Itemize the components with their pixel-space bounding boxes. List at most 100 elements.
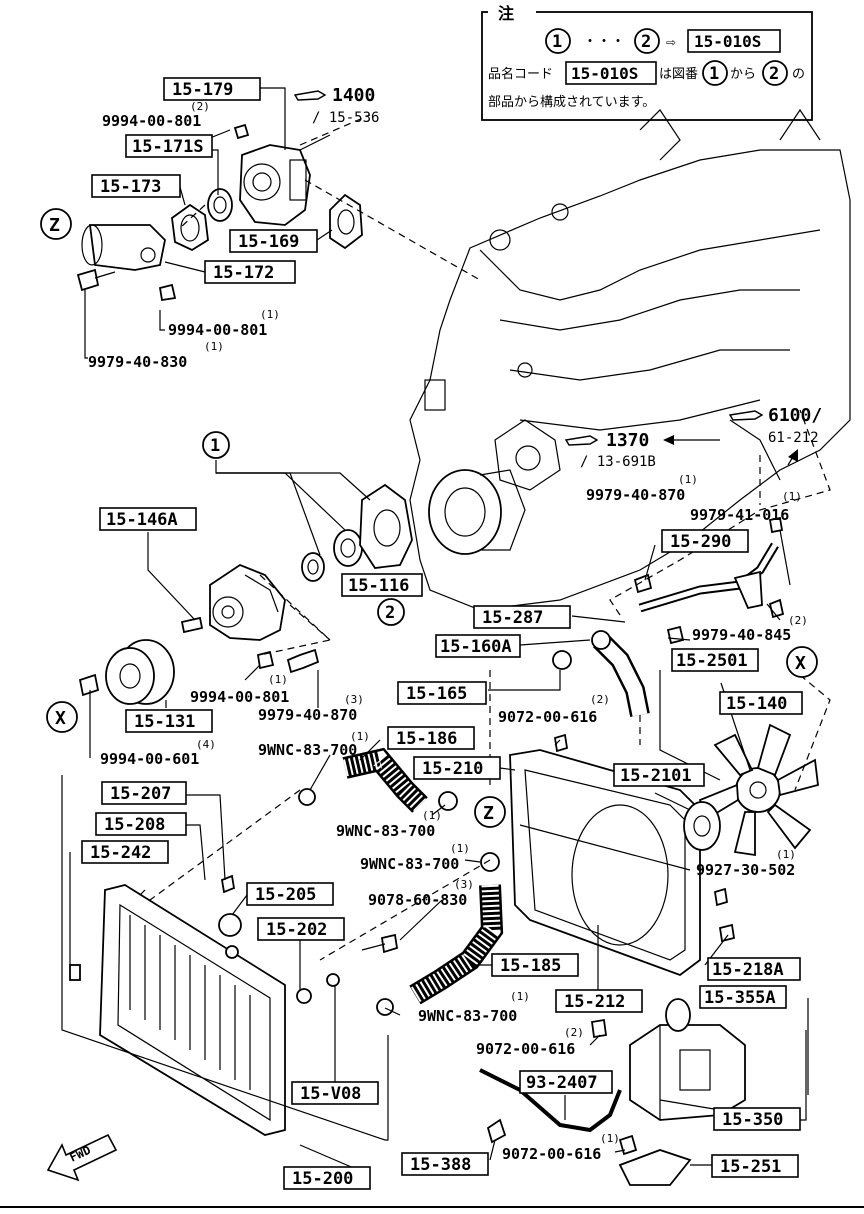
ref-code[interactable]: 9994-00-601 <box>100 750 199 768</box>
fan-pulley-group <box>78 639 175 705</box>
label-15-173[interactable]: 15-173 <box>91 174 181 198</box>
label-15-355a[interactable]: 15-355A <box>699 985 787 1009</box>
svg-text:93-2407: 93-2407 <box>526 1073 598 1093</box>
svg-text:15-205: 15-205 <box>255 885 316 905</box>
ref-code[interactable]: 9WNC-83-700 <box>360 855 459 873</box>
note-circle-b-label: 2 <box>641 32 651 52</box>
note-box: 注 1 ・・・ 2 ⇨ 15-010S 品名コード 15-010S は図番 1 … <box>481 4 813 121</box>
ref-code[interactable]: 9979-40-845 <box>692 626 791 644</box>
label-15-388[interactable]: 15-388 <box>401 1152 489 1176</box>
label-15-186[interactable]: 15-186 <box>387 726 475 750</box>
ref-code[interactable]: 9078-60-830 <box>368 891 467 909</box>
ref-code[interactable]: 9927-30-502 <box>696 861 795 879</box>
ref-qty: (1) <box>450 842 470 855</box>
bearing-large <box>333 529 363 567</box>
ref-qty: (1) <box>268 673 288 686</box>
label-15-2101[interactable]: 15-2101 <box>613 763 705 787</box>
svg-text:X: X <box>55 708 66 729</box>
label-15-146a[interactable]: 15-146A <box>99 507 197 531</box>
label-15-169[interactable]: 15-169 <box>229 229 318 253</box>
label-15-202[interactable]: 15-202 <box>257 917 345 941</box>
svg-text:15-169: 15-169 <box>238 232 299 252</box>
xref-1400[interactable]: 1400 / 15-536 <box>293 85 379 126</box>
svg-text:15-290: 15-290 <box>670 532 731 552</box>
note-row3: 部品から構成されています。 <box>488 95 655 110</box>
hand-pointer-icon <box>728 410 764 421</box>
ref-code[interactable]: 9WNC-83-700 <box>258 741 357 759</box>
label-15-251[interactable]: 15-251 <box>711 1154 799 1178</box>
label-15-218a[interactable]: 15-218A <box>707 957 801 981</box>
leader-lines <box>61 87 831 1176</box>
ref-code[interactable]: 9WNC-83-700 <box>418 1007 517 1025</box>
label-93-2407[interactable]: 93-2407 <box>519 1070 613 1094</box>
ref-qty: (1) <box>678 473 698 486</box>
svg-text:Z: Z <box>49 215 60 236</box>
svg-text:15-179: 15-179 <box>172 80 233 100</box>
ref-code[interactable]: 9979-40-830 <box>88 353 187 371</box>
ref-qty: (3) <box>344 693 364 706</box>
ref-qty: (1) <box>776 848 796 861</box>
svg-text:15-207: 15-207 <box>110 784 171 804</box>
note-row2-circle-a-label: 1 <box>709 64 719 84</box>
xref-1370[interactable]: 1370 / 13-691B <box>564 430 720 470</box>
label-15-212[interactable]: 15-212 <box>555 989 643 1013</box>
label-15-207[interactable]: 15-207 <box>101 781 187 805</box>
overflow-hose <box>479 1068 622 1133</box>
label-15-140[interactable]: 15-140 <box>719 691 803 715</box>
xref-6100[interactable]: 6100/ 61-212 <box>728 405 822 466</box>
ref-code[interactable]: 9994-00-801 <box>190 688 289 706</box>
svg-text:1: 1 <box>210 436 220 456</box>
note-row2-prefix: 品名コード <box>488 66 553 82</box>
ref-code[interactable]: 9072-00-616 <box>502 1145 601 1163</box>
note-circle-a <box>545 28 571 54</box>
label-15-171s[interactable]: 15-171S <box>125 134 213 158</box>
svg-text:15-242: 15-242 <box>90 843 151 863</box>
label-15-205[interactable]: 15-205 <box>246 882 334 906</box>
ref-qty: (1) <box>510 990 530 1003</box>
ref-code[interactable]: 9072-00-616 <box>498 708 597 726</box>
label-15-210[interactable]: 15-210 <box>413 756 501 780</box>
ref-qty: (1) <box>600 1132 620 1145</box>
svg-text:15-172: 15-172 <box>213 263 274 283</box>
label-15-287[interactable]: 15-287 <box>473 605 571 629</box>
label-15-208[interactable]: 15-208 <box>95 812 187 836</box>
label-15-242[interactable]: 15-242 <box>81 840 169 864</box>
label-15-131[interactable]: 15-131 <box>125 709 213 733</box>
svg-text:15-160A: 15-160A <box>440 637 512 657</box>
svg-text:15-186: 15-186 <box>396 729 457 749</box>
ref-code[interactable]: 9072-00-616 <box>476 1040 575 1058</box>
group-marker-2: 2 <box>377 598 405 626</box>
label-15-290[interactable]: 15-290 <box>661 529 749 553</box>
ref-qty: (1) <box>204 340 224 353</box>
ref-code[interactable]: 9994-00-801 <box>168 321 267 339</box>
label-15-116[interactable]: 15-116 <box>341 573 423 597</box>
thermostat-housing-group <box>76 123 363 302</box>
ref-code[interactable]: 9979-40-870 <box>586 486 685 504</box>
svg-text:15-131: 15-131 <box>134 712 195 732</box>
label-15-172[interactable]: 15-172 <box>204 260 296 284</box>
fwd-arrow: FWD <box>46 1133 118 1182</box>
label-15-185[interactable]: 15-185 <box>491 953 579 977</box>
label-15-200[interactable]: 15-200 <box>283 1166 371 1190</box>
ref-code[interactable]: 9994-00-801 <box>102 112 201 130</box>
ref-qty: (4) <box>196 738 216 751</box>
ref-code[interactable]: 9979-41-016 <box>690 506 789 524</box>
xref-number: 1370 <box>606 430 649 451</box>
group-marker-1: 1 <box>202 431 230 459</box>
svg-text:15-165: 15-165 <box>406 684 467 704</box>
note-circle-b <box>634 28 660 54</box>
ref-code[interactable]: 9WNC-83-700 <box>336 822 435 840</box>
label-15-350[interactable]: 15-350 <box>713 1107 801 1131</box>
label-15-2501[interactable]: 15-2501 <box>671 648 759 672</box>
svg-text:2: 2 <box>385 603 395 623</box>
bearing-small <box>301 552 325 582</box>
cooling-fan <box>683 723 819 857</box>
label-15-160a[interactable]: 15-160A <box>435 634 521 658</box>
marker-x-left: X <box>46 701 78 733</box>
ref-code[interactable]: 9979-40-870 <box>258 706 357 724</box>
fan-clutch <box>683 801 721 851</box>
note-circle-a-label: 1 <box>552 32 562 52</box>
label-15-179[interactable]: 15-179 <box>163 77 261 101</box>
label-15-v08[interactable]: 15-V08 <box>291 1081 379 1105</box>
label-15-165[interactable]: 15-165 <box>397 681 487 705</box>
